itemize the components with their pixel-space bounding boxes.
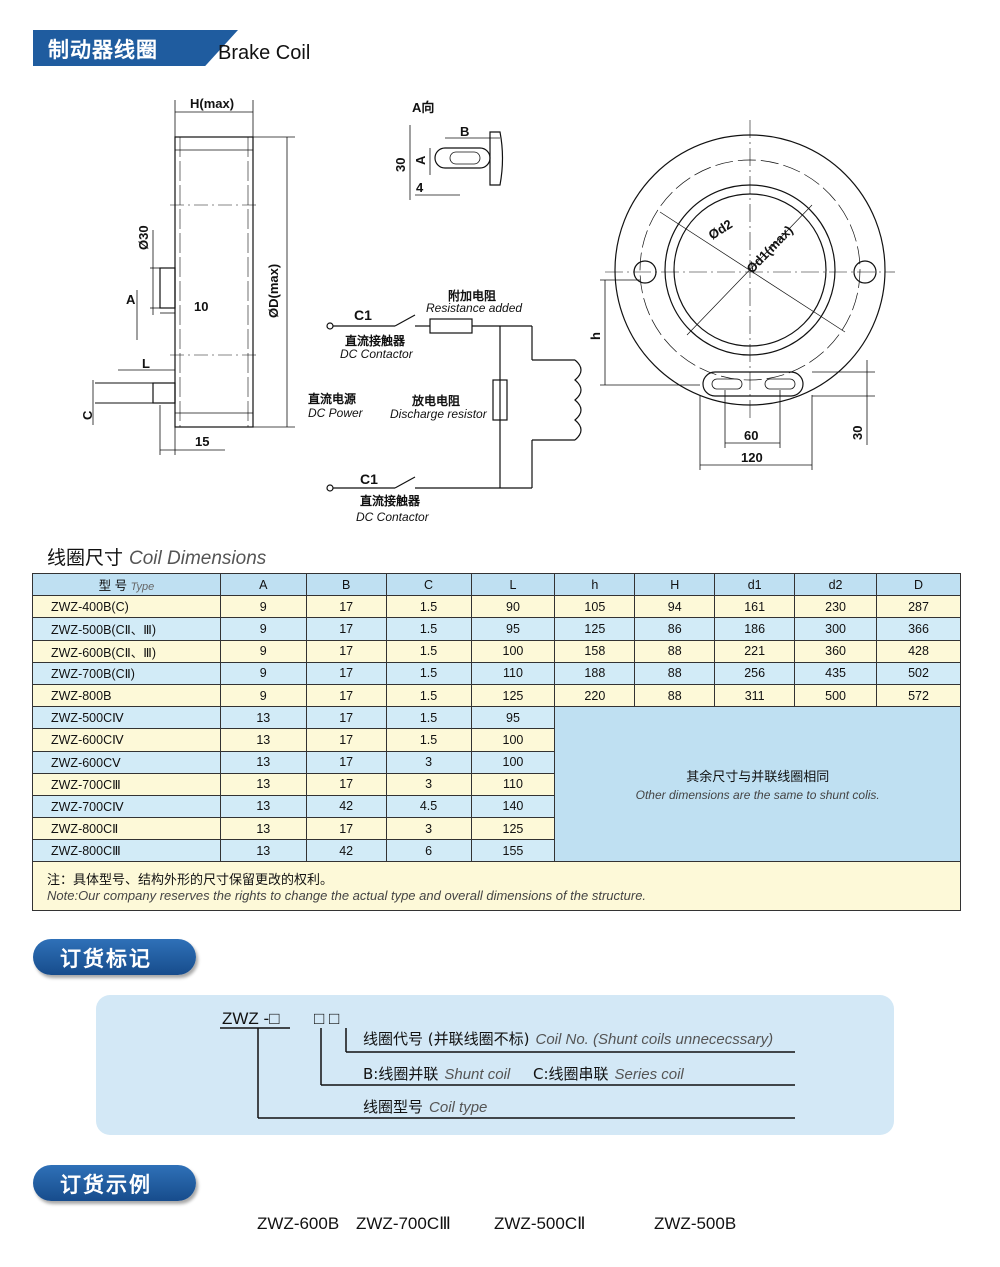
order-mark-box — [96, 995, 894, 1135]
table-header-row: 型 号 Type A B C L h H d1 d2 D — [32, 572, 961, 597]
table-row: ZWZ-600B(CⅡ、Ⅲ) 9 17 1.5 100 158 88 221 3… — [32, 639, 961, 663]
contactor-bottom-en: DC Contactor — [356, 510, 430, 524]
coil-dimensions-title-cn: 线圈尺寸 — [47, 547, 124, 569]
a-view-title: A向 — [412, 100, 434, 115]
order-example-title: 订货示例 — [60, 1173, 152, 1197]
power-cn: 直流电源 — [308, 391, 356, 406]
power-en: DC Power — [308, 406, 364, 420]
c1-top: C1 — [354, 307, 372, 323]
table-row: ZWZ-600CⅣ 13 17 1.5 100 — [32, 728, 961, 752]
resistance-cn: 附加电阻 — [448, 288, 496, 303]
dim-d30: Ø30 — [136, 225, 151, 250]
merged-note-cn: 其余尺寸与并联线圈相同 — [686, 770, 830, 786]
merged-note-cell: 其余尺寸与并联线圈相同 Other dimensions are the sam… — [554, 706, 961, 863]
table-row: ZWZ-400B(C) 9 17 1.5 90 105 94 161 230 2… — [32, 595, 961, 619]
discharge-en: Discharge resistor — [390, 407, 488, 421]
table-row: ZWZ-800CⅡ 13 17 3 125 — [32, 817, 961, 841]
dim-h-max: H(max) — [190, 96, 234, 111]
order-mark-pill — [33, 939, 196, 975]
a-view-30: 30 — [393, 158, 408, 172]
order-code: ZWZ -□ — [222, 1009, 279, 1028]
header-d2: d2 — [794, 572, 878, 597]
table-row: ZWZ-800B 9 17 1.5 125 220 88 311 500 572 — [32, 683, 961, 708]
example-item: ZWZ-500B — [654, 1214, 737, 1233]
dim-60: 60 — [744, 428, 758, 443]
dim-15: 15 — [195, 434, 209, 449]
dim-l: L — [142, 356, 150, 371]
dim-d-max: ØD(max) — [266, 264, 281, 318]
dim-c: C — [80, 410, 95, 420]
dim-a-side: A — [126, 292, 136, 307]
table-row: ZWZ-600CⅤ 13 17 3 100 — [32, 750, 961, 774]
header-tab — [33, 30, 238, 66]
dim-30-front: 30 — [850, 426, 865, 440]
c1-bottom: C1 — [360, 471, 378, 487]
header-a: A — [219, 572, 307, 597]
table-row: ZWZ-700CⅣ 13 42 4.5 140 — [32, 794, 961, 819]
order-example-pill — [33, 1165, 196, 1201]
example-item: ZWZ-600B — [257, 1214, 340, 1233]
dim-120: 120 — [741, 450, 763, 465]
example-item: ZWZ-500CⅡ — [494, 1214, 586, 1233]
resistance-en: Resistance added — [426, 301, 522, 315]
header-title-en: Brake Coil — [218, 42, 311, 64]
header-title-cn: 制动器线圈 — [48, 38, 158, 62]
merged-note-en: Other dimensions are the same to shunt c… — [635, 788, 880, 803]
order-mark-title: 订货标记 — [60, 947, 152, 971]
table-row: ZWZ-700CⅢ 13 17 3 110 — [32, 772, 961, 796]
note-cn: 注：具体型号、结构外形的尺寸保留更改的权利。 — [47, 873, 334, 889]
a-view-b: B — [460, 124, 469, 139]
order-line-coil-no: 线圈代号 (并联线圈不标)Coil No. (Shunt coils unnec… — [363, 1030, 774, 1048]
header-type: 型 号 Type — [32, 572, 221, 597]
example-item: ZWZ-700CⅢ — [356, 1214, 451, 1233]
technical-drawing: H(max) ØD(max) Ø30 A 10 L C 15 A向 B 30 A… — [80, 96, 895, 524]
discharge-cn: 放电电阻 — [411, 393, 460, 408]
table-row: ZWZ-500B(CⅡ、Ⅲ) 9 17 1.5 95 125 86 186 30… — [32, 617, 961, 641]
dim-h: h — [588, 332, 603, 340]
dim-10: 10 — [194, 299, 208, 314]
order-code-boxes: □ □ — [314, 1009, 339, 1028]
contactor-top-cn: 直流接触器 — [345, 333, 406, 348]
note-en: Note:Our company reserves the rights to … — [47, 888, 647, 904]
coil-dimensions-table: 型 号 Type A B C L h H d1 d2 D ZWZ-400B(C)… — [32, 572, 961, 912]
coil-dimensions-title-en: Coil Dimensions — [129, 548, 267, 569]
table-row: ZWZ-500CⅣ 13 17 1.5 95 其余尺寸与并联线圈相同 Other… — [32, 706, 961, 863]
table-note-row: 注：具体型号、结构外形的尺寸保留更改的权利。 Note:Our company … — [32, 861, 961, 912]
a-view-a: A — [413, 155, 428, 165]
contactor-top-en: DC Contactor — [340, 347, 414, 361]
table-row: ZWZ-800CⅢ 13 42 6 155 — [32, 839, 961, 863]
contactor-bottom-cn: 直流接触器 — [360, 493, 421, 508]
a-view-4: 4 — [416, 180, 424, 195]
